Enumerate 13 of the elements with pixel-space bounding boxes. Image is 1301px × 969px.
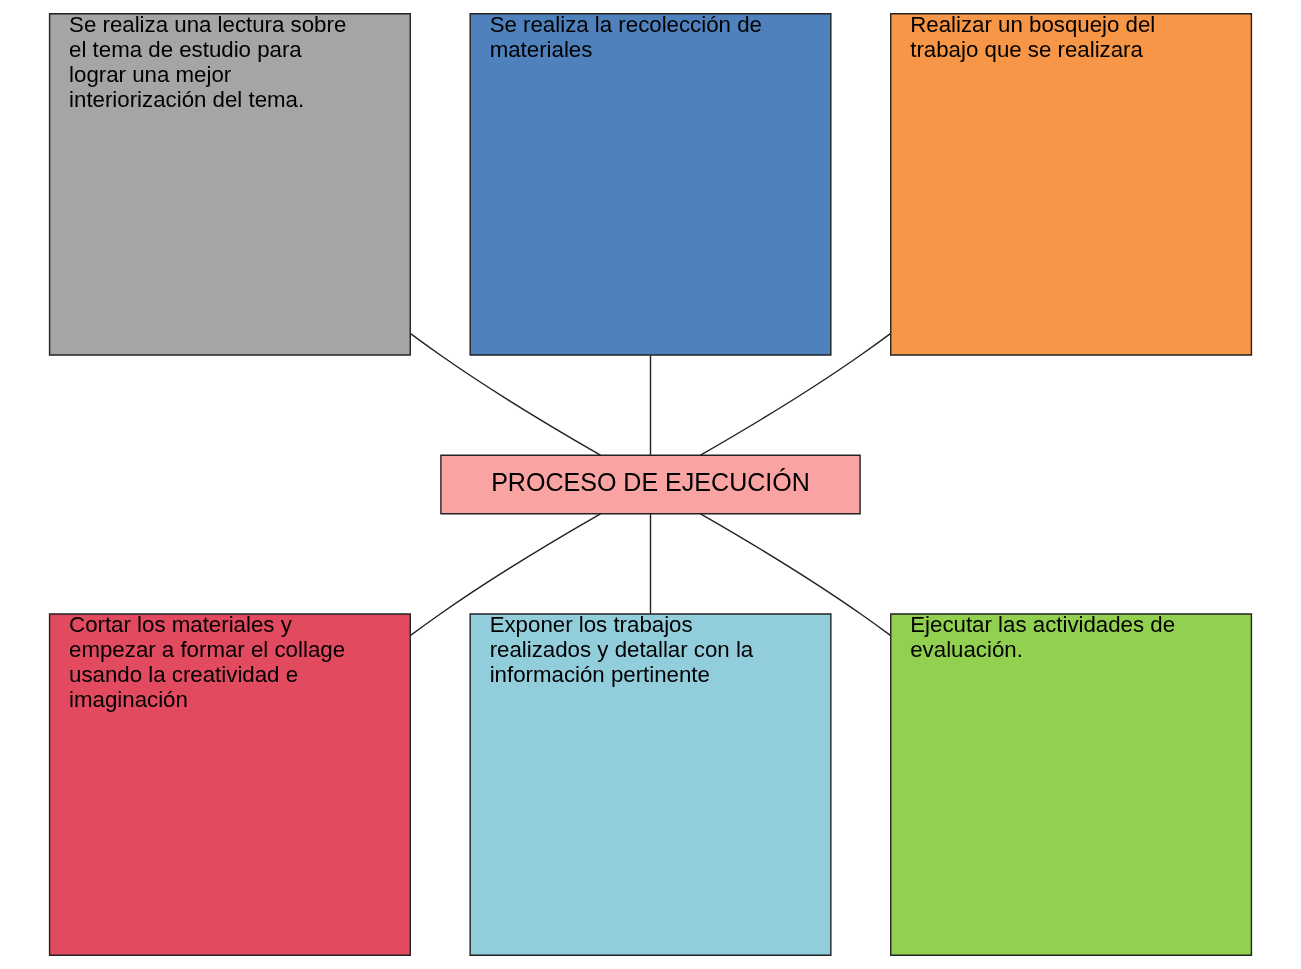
connector [409,513,602,637]
node-box: Realizar un bosquejo del trabajo que se realizara [890,13,1253,356]
connector [649,513,652,615]
node-box: Ejecutar las actividades de evaluación. [890,613,1253,956]
node-box: Se realiza una lectura sobre el tema de estudio para lograr una mejor interiorización del tema. [48,13,411,356]
connector [649,354,652,456]
connector [409,332,602,456]
node-box: Exponer los trabajos realizados y detallar con la información pertinente [469,613,832,956]
node-box: Se realiza la recolección de materiales [469,13,832,356]
connector [699,332,892,456]
connector [699,513,892,637]
node-box: PROCESO DE EJECUCIÓN [440,454,861,515]
node-box: Cortar los materiales y empezar a formar el collage usando la creatividad e imaginación [48,613,411,956]
